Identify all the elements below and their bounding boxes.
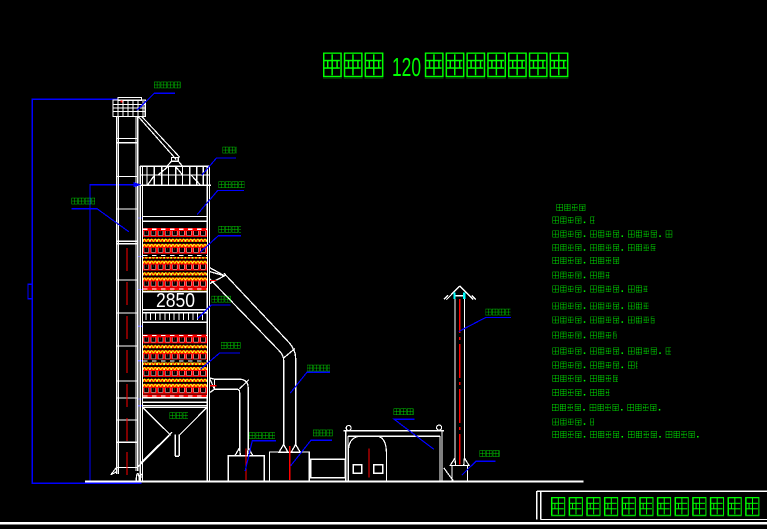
svg-text:2850: 2850 (156, 290, 195, 312)
svg-text:120: 120 (392, 52, 421, 82)
